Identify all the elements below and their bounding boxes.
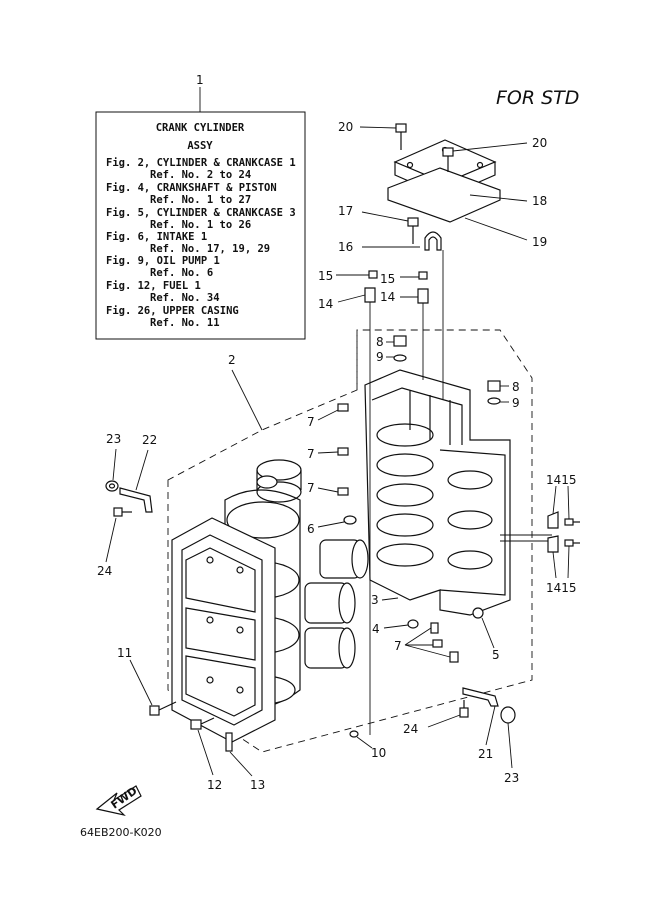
part-10: 10 bbox=[349, 730, 386, 760]
washer-23-right: 23 bbox=[500, 706, 519, 785]
for-std-label: FOR STD bbox=[496, 87, 579, 109]
callout-23-b: 23 bbox=[504, 771, 519, 785]
fitting-7-d: 7 bbox=[394, 622, 459, 663]
callout-7-b: 7 bbox=[307, 447, 315, 461]
reference-line-11: Fig. 12, FUEL 1 bbox=[106, 280, 201, 292]
callout-20-a: 20 bbox=[338, 120, 353, 134]
reference-line-12: Ref. No. 34 bbox=[150, 292, 220, 304]
callout-7-d: 7 bbox=[394, 639, 402, 653]
reference-box-title: CRANK CYLINDER bbox=[156, 122, 245, 134]
callout-22: 22 bbox=[142, 433, 157, 447]
bolt-24-right: 24 bbox=[403, 700, 469, 736]
reference-line-14: Ref. No. 11 bbox=[150, 317, 220, 329]
exhaust-cover bbox=[387, 139, 501, 251]
part-6: 6 bbox=[307, 515, 357, 536]
callout-8-a: 8 bbox=[376, 335, 384, 349]
reference-line-4: Ref. No. 1 to 27 bbox=[150, 194, 251, 206]
reference-line-7: Fig. 6, INTAKE 1 bbox=[106, 231, 207, 243]
clip-14-right: 14 bbox=[380, 288, 429, 380]
callout-16: 16 bbox=[338, 240, 353, 254]
callout-8-b: 8 bbox=[512, 380, 520, 394]
callout-24-a: 24 bbox=[97, 564, 112, 578]
callout-21: 21 bbox=[478, 747, 493, 761]
callout-1: 1 bbox=[196, 73, 204, 87]
callout-5: 5 bbox=[492, 648, 500, 662]
clip-screw-1415-lower: 1415 bbox=[546, 535, 580, 595]
callout-10: 10 bbox=[371, 746, 386, 760]
bolt-24-left: 24 bbox=[97, 507, 132, 578]
callout-9-b: 9 bbox=[512, 396, 520, 410]
bolt-17: 17 bbox=[338, 204, 419, 244]
callout-15-a: 15 bbox=[318, 269, 333, 283]
reference-line-2: Ref. No. 2 to 24 bbox=[150, 169, 251, 181]
plug-8-right: 8 9 bbox=[487, 380, 520, 410]
callout-19: 19 bbox=[532, 235, 547, 249]
washer-23-left: 23 bbox=[105, 432, 121, 492]
reference-line-3: Fig. 4, CRANKSHAFT & PISTON bbox=[106, 182, 277, 194]
reference-line-13: Fig. 26, UPPER CASING bbox=[106, 305, 239, 317]
callout-4: 4 bbox=[372, 622, 380, 636]
callout-7-c: 7 bbox=[307, 481, 315, 495]
crankcase-half bbox=[171, 517, 276, 743]
callout-17: 17 bbox=[338, 204, 353, 218]
callout-23-a: 23 bbox=[106, 432, 121, 446]
callout-3: 3 bbox=[371, 593, 379, 607]
callout-18: 18 bbox=[532, 194, 547, 208]
reference-box-frame bbox=[95, 111, 306, 340]
reference-box: 1 CRANK CYLINDER ASSY Fig. 2, CYLINDER &… bbox=[95, 73, 306, 340]
plug-8-left: 8 9 bbox=[376, 335, 407, 364]
pipe-22: 22 bbox=[119, 433, 157, 513]
screw-15-left: 15 bbox=[318, 269, 378, 283]
callout-2: 2 bbox=[228, 353, 236, 367]
reference-line-8: Ref. No. 17, 19, 29 bbox=[150, 243, 270, 255]
part-5: 5 bbox=[472, 607, 500, 662]
callout-14-b: 14 bbox=[380, 290, 395, 304]
fitting-7-c: 7 bbox=[307, 481, 349, 496]
bolt-20-right: 20 bbox=[442, 136, 547, 172]
part-4: 4 bbox=[372, 619, 419, 636]
reference-line-5: Fig. 5, CYLINDER & CRANKCASE 3 bbox=[106, 207, 296, 219]
callout-1415-a: 1415 bbox=[546, 473, 577, 487]
callout-7-a: 7 bbox=[307, 415, 315, 429]
fitting-7-a: 7 bbox=[307, 403, 349, 429]
clip-14-left: 14 bbox=[318, 287, 376, 735]
cylinder-block bbox=[364, 369, 552, 616]
clip-screw-1415-upper: 1415 bbox=[546, 473, 580, 529]
callout-15-b: 15 bbox=[380, 272, 395, 286]
fitting-7-b: 7 bbox=[307, 447, 349, 461]
reference-box-subtitle: ASSY bbox=[187, 140, 213, 152]
bolt-12: 12 bbox=[190, 717, 222, 792]
callout-11: 11 bbox=[117, 646, 132, 660]
screw-15-right: 15 bbox=[380, 271, 428, 286]
callout-20-b: 20 bbox=[532, 136, 547, 150]
diagram-code: 64EB200-K020 bbox=[80, 826, 162, 839]
callout-9-a: 9 bbox=[376, 350, 384, 364]
fwd-arrow-icon: FWD bbox=[95, 784, 142, 817]
callout-13: 13 bbox=[250, 778, 265, 792]
reference-line-10: Ref. No. 6 bbox=[150, 267, 213, 279]
callout-24-b: 24 bbox=[403, 722, 418, 736]
bolt-11: 11 bbox=[117, 646, 177, 716]
callout-14-a: 14 bbox=[318, 297, 333, 311]
reference-line-6: Ref. No. 1 to 26 bbox=[150, 219, 251, 231]
callout-6: 6 bbox=[307, 522, 315, 536]
callout-1415-b: 1415 bbox=[546, 581, 577, 595]
stud-13: 13 bbox=[225, 732, 265, 792]
reference-line-1: Fig. 2, CYLINDER & CRANKCASE 1 bbox=[106, 157, 296, 169]
reference-line-9: Fig. 9, OIL PUMP 1 bbox=[106, 255, 220, 267]
pipe-21: 21 bbox=[462, 687, 499, 761]
bolt-20-upper: 20 bbox=[338, 120, 407, 150]
callout-12: 12 bbox=[207, 778, 222, 792]
